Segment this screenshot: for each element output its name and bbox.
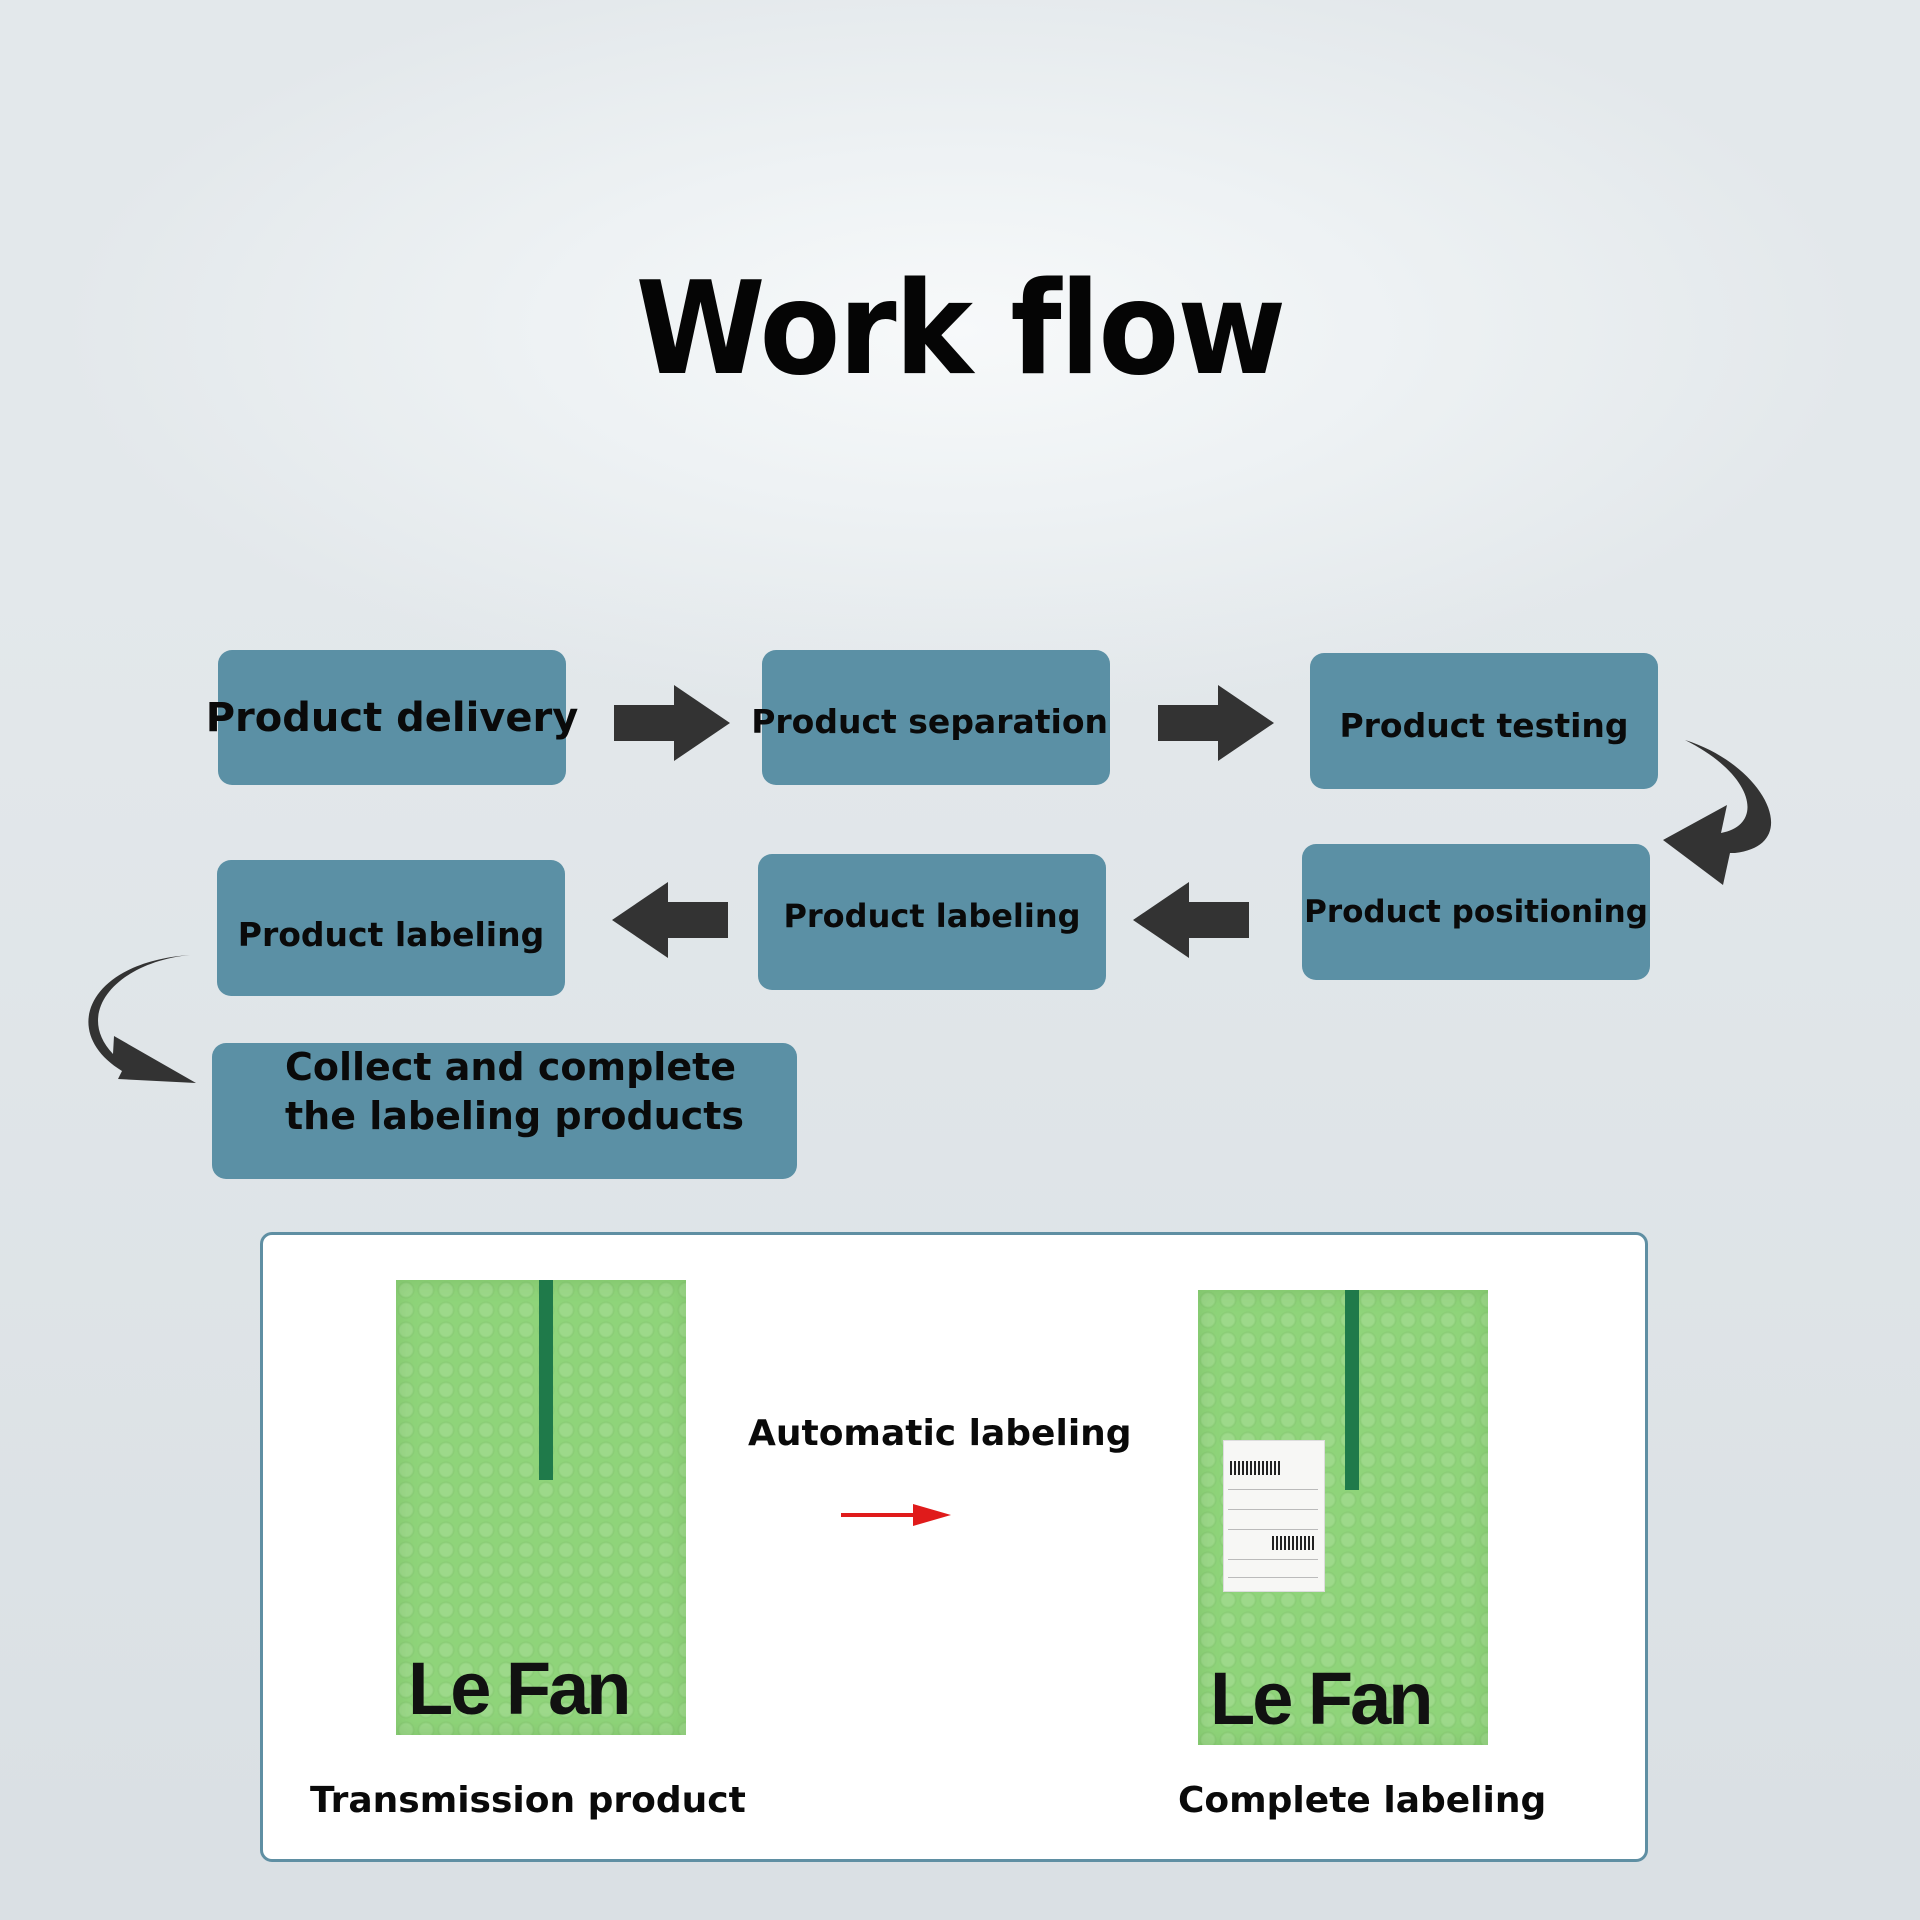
- step-product-positioning: Product positioning: [1302, 844, 1650, 980]
- mailer-bag-labeled: Le Fan: [1198, 1290, 1488, 1745]
- after-caption: Complete labeling: [1178, 1780, 1547, 1821]
- label-line: [1228, 1577, 1318, 1578]
- label-line: [1228, 1489, 1318, 1490]
- curved-arrow-down-right-icon: [88, 955, 196, 1083]
- label-line: [1228, 1509, 1318, 1510]
- before-caption: Transmission product: [310, 1780, 746, 1821]
- step-label: Product positioning: [1304, 893, 1648, 930]
- process-label: Automatic labeling: [748, 1413, 1132, 1454]
- step-label: Product delivery: [205, 694, 579, 741]
- step-label: Product labeling: [783, 897, 1081, 936]
- bag-brand-text: Le Fan: [1210, 1657, 1433, 1740]
- step-label-line2: the labeling products: [285, 1094, 745, 1139]
- step-collect-complete: Collect and complete the labeling produc…: [212, 1043, 797, 1179]
- step-product-testing: Product testing: [1310, 653, 1658, 789]
- barcode-icon: [1272, 1536, 1316, 1550]
- step-product-delivery: Product delivery: [206, 650, 578, 785]
- labeling-illustration-panel: Le Fan Automatic labeling Le Fan Transmi…: [260, 1232, 1648, 1862]
- step-label-line1: Collect and complete: [285, 1045, 737, 1089]
- step-label: Product separation: [751, 702, 1108, 742]
- bag-seal-strip: [539, 1280, 553, 1480]
- arrow-right-icon: [614, 685, 730, 761]
- bag-seal-strip: [1345, 1290, 1359, 1490]
- arrow-left-icon: [1133, 882, 1249, 958]
- step-product-labeling-2: Product labeling: [217, 860, 565, 996]
- arrow-left-icon: [612, 882, 728, 958]
- step-label: Product labeling: [237, 914, 545, 954]
- step-product-labeling: Product labeling: [758, 854, 1106, 990]
- barcode-icon: [1230, 1461, 1280, 1475]
- curved-arrow-down-left-icon: [1663, 740, 1772, 885]
- shipping-label: [1223, 1440, 1325, 1592]
- step-label: Product testing: [1339, 705, 1629, 745]
- step-product-separation: Product separation: [751, 650, 1110, 785]
- arrow-right-icon: [1158, 685, 1274, 761]
- label-line: [1228, 1529, 1318, 1530]
- label-line: [1228, 1559, 1318, 1560]
- mailer-bag-unlabeled: Le Fan: [396, 1280, 686, 1735]
- process-arrow-icon: [841, 1504, 951, 1526]
- page-title: Work flow: [635, 255, 1287, 404]
- bag-brand-text: Le Fan: [408, 1647, 631, 1730]
